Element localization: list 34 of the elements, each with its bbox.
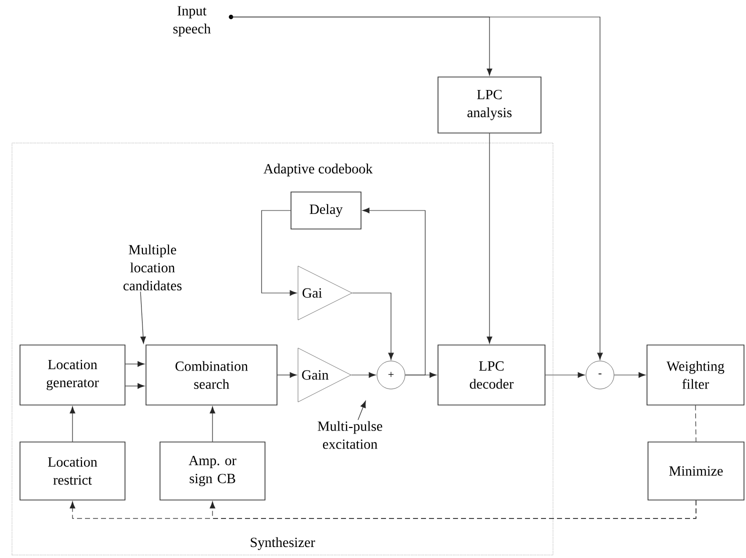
summing-junction: + <box>376 360 406 390</box>
arrow <box>261 210 297 296</box>
gain-triangle: Gain <box>298 348 352 402</box>
process-box: Amp. or sign CB <box>160 442 266 500</box>
dashed-connector <box>695 405 696 442</box>
arrow <box>70 406 76 442</box>
input-label: Input speech <box>173 6 234 36</box>
arrow <box>614 372 646 378</box>
arrow <box>545 372 585 378</box>
arrow <box>486 133 492 344</box>
annotation-text: Multi-pulse excitation <box>318 421 382 449</box>
process-box: Minimize <box>648 442 744 500</box>
annotation-text: Multiple location candidates <box>124 244 182 290</box>
dashed-connector <box>210 500 696 519</box>
leader-arrow <box>358 400 366 420</box>
arrow <box>125 383 145 389</box>
process-box: Location generator <box>20 344 126 406</box>
arrow <box>352 292 394 360</box>
arrow <box>362 208 426 376</box>
process-box: Combination search <box>146 344 278 406</box>
gain-triangle: Gai <box>298 266 352 320</box>
arrow <box>125 361 145 367</box>
process-box: LPC analysis <box>438 76 542 134</box>
caption-text: Adaptive codebook <box>264 164 373 176</box>
process-box: Delay <box>290 192 362 230</box>
leader-arrow <box>140 291 146 344</box>
arrow <box>277 372 297 378</box>
process-box: LPC decoder <box>438 344 546 406</box>
process-box: Weighting filter <box>646 344 744 406</box>
summing-junction: - <box>586 360 614 390</box>
arrow <box>350 372 376 378</box>
process-box: Location restrict <box>20 442 126 500</box>
arrow <box>230 16 603 360</box>
arrow <box>210 406 216 442</box>
